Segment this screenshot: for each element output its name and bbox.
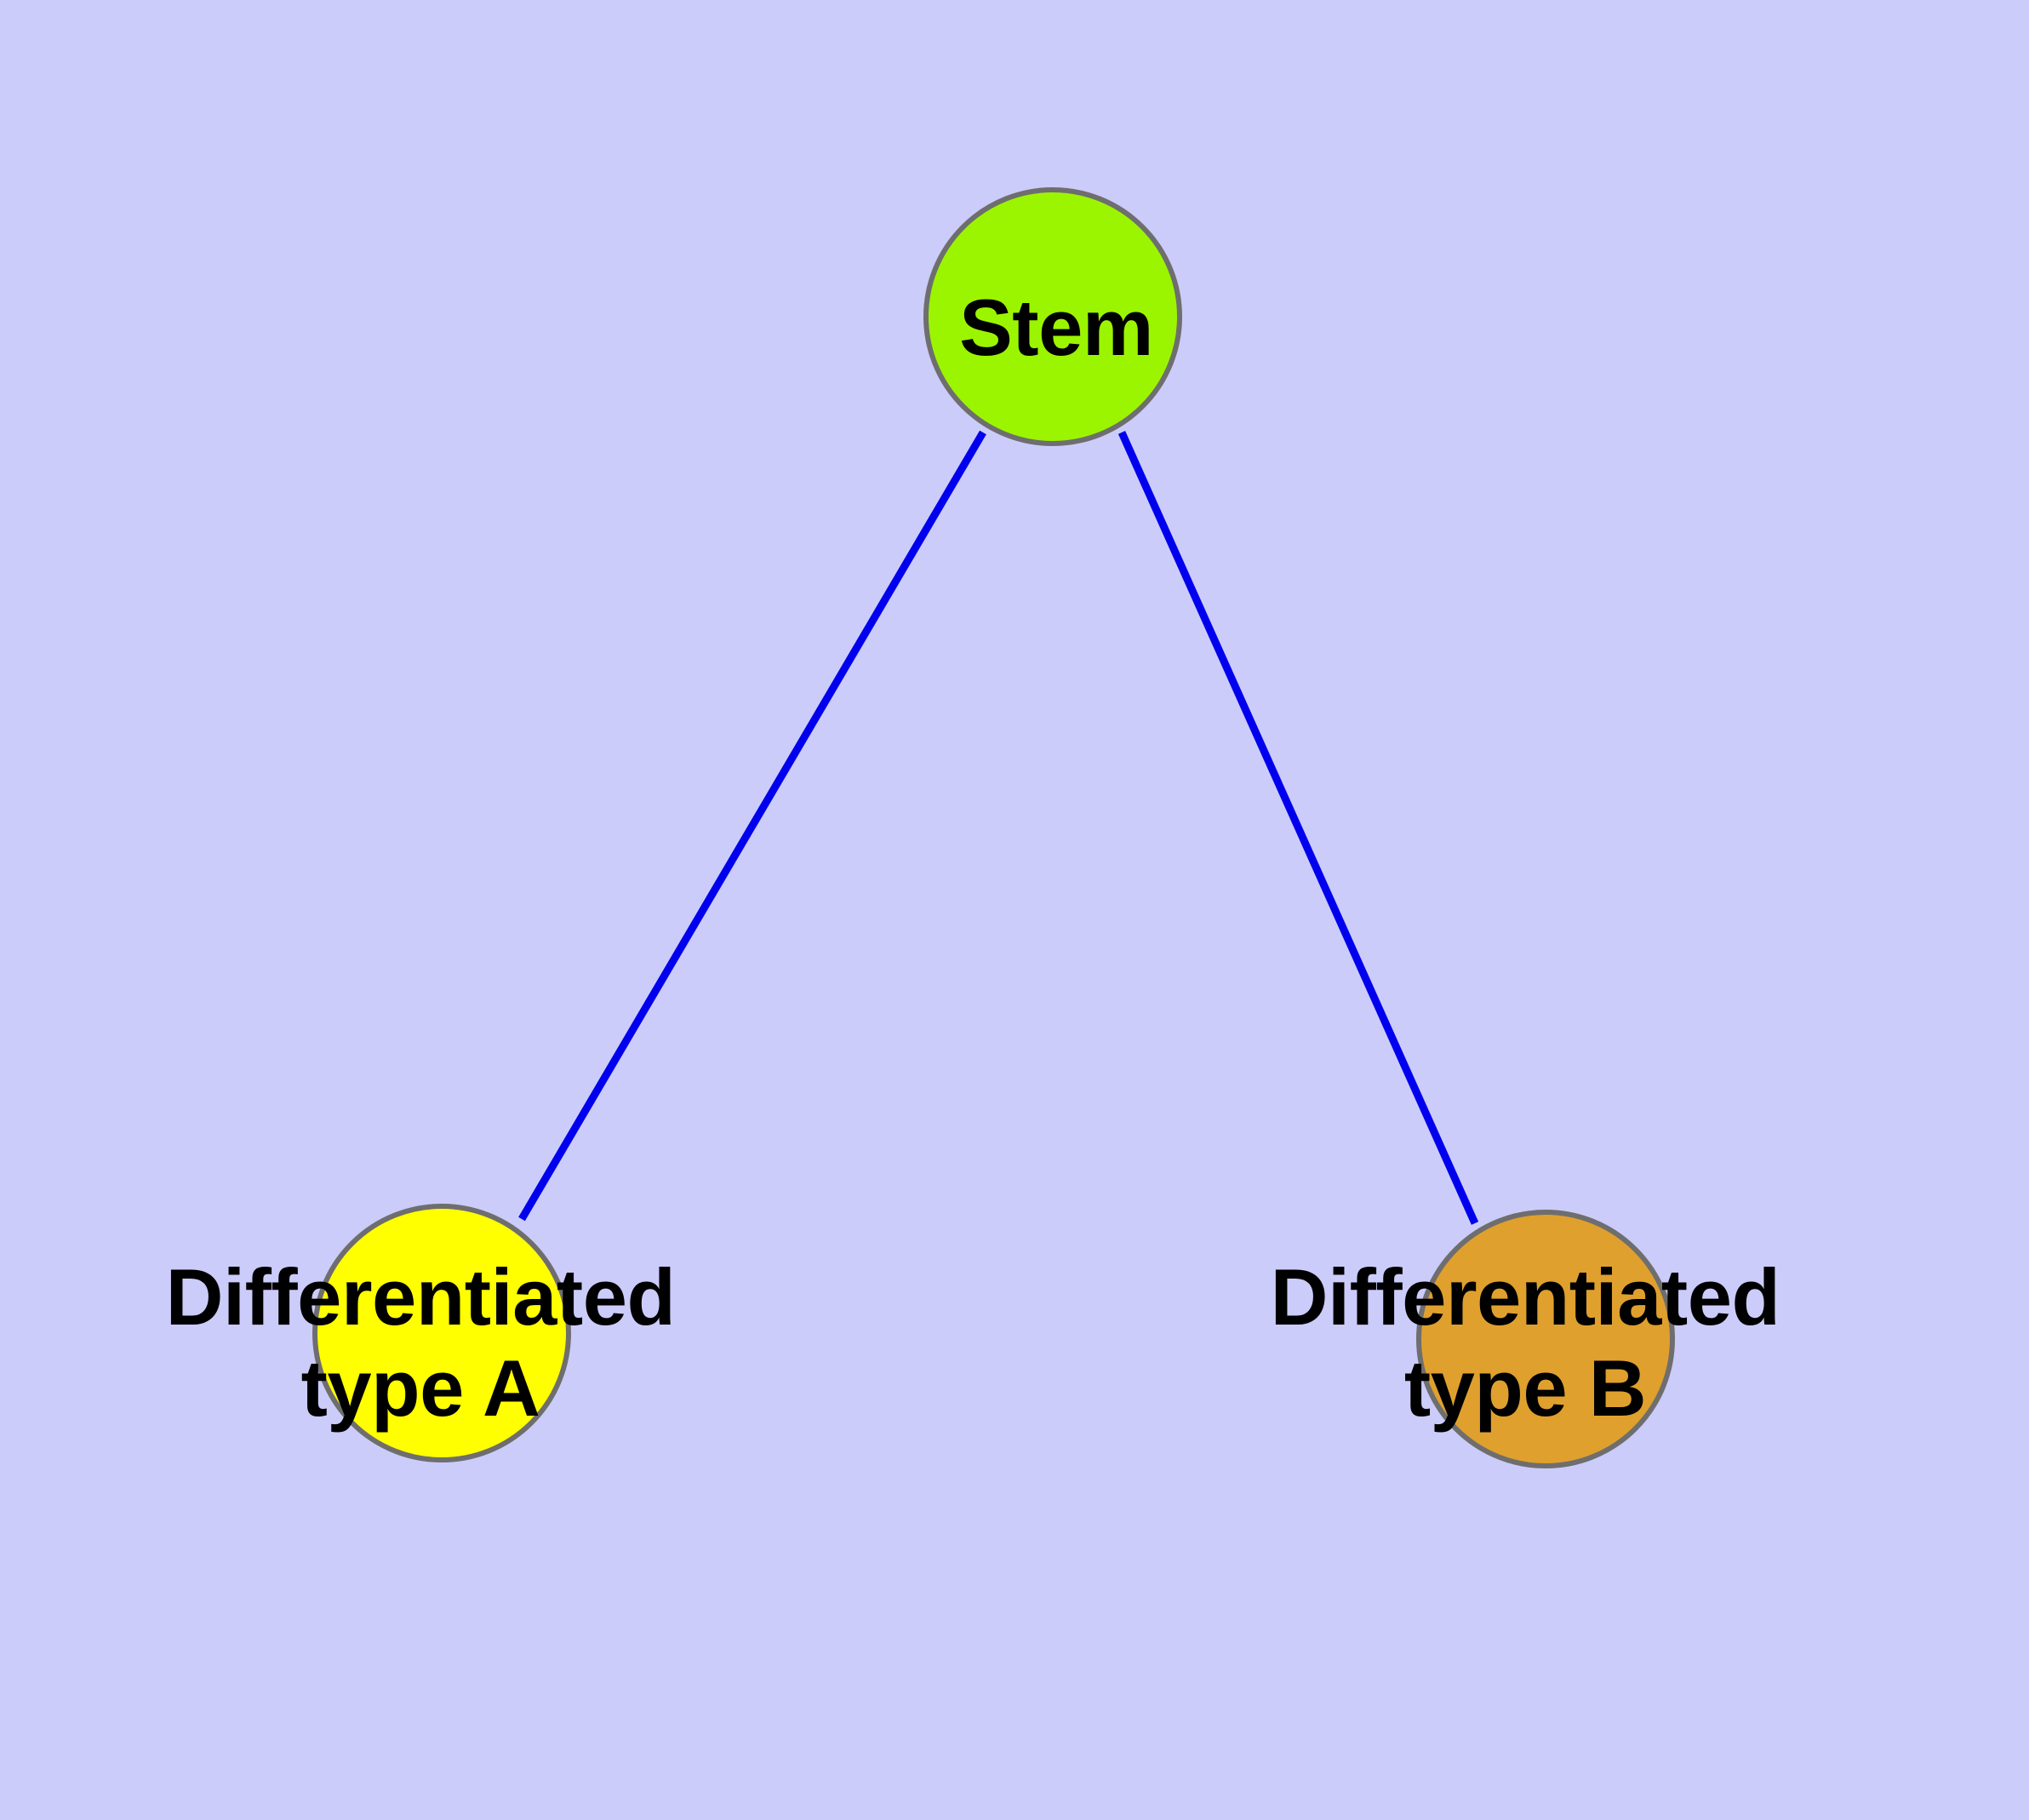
node-differentiated-type-b[interactable] — [1416, 1210, 1675, 1468]
node-type-b-label-line-2: type B — [1403, 1343, 1647, 1434]
node-type-a-label-line-1: Differentiated — [165, 1252, 676, 1342]
edge-stem-to-type-a[interactable] — [518, 430, 986, 1222]
node-differentiated-type-a[interactable] — [312, 1204, 571, 1462]
edge-stem-to-type-b[interactable] — [1117, 431, 1479, 1225]
node-stem-label: Stem — [959, 282, 1153, 373]
node-type-b-label-line-1: Differentiated — [1270, 1252, 1780, 1342]
node-stem[interactable] — [923, 187, 1182, 446]
node-differentiated-type-a-label: Differentiated type A — [166, 1251, 676, 1434]
node-type-a-label-line-2: type A — [300, 1343, 540, 1434]
node-differentiated-type-b-label: Differentiated type B — [1271, 1251, 1780, 1434]
node-stem-label-line-1: Stem — [959, 283, 1153, 372]
